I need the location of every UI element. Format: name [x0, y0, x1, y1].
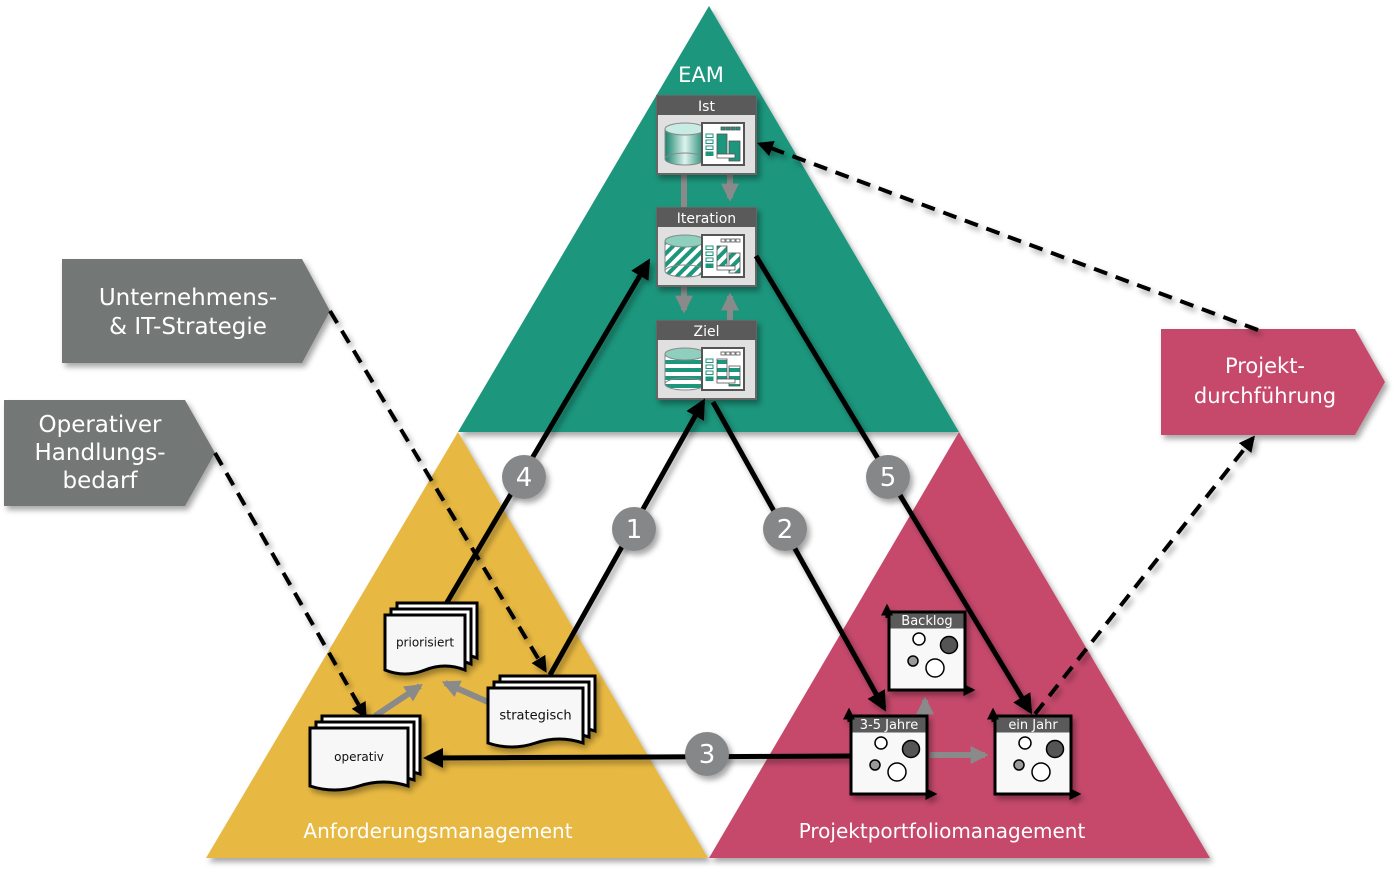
dashed-projekt-to-ist: [757, 140, 1259, 332]
portfolio-board-year: ein Jahr: [987, 707, 1082, 800]
strategy-label-line2: & IT-Strategie: [109, 314, 267, 340]
step-badge-3: 3: [685, 732, 729, 776]
architecture-sheet-icon: [701, 234, 745, 278]
requirement-stack-operativ: operativ: [308, 714, 422, 792]
requirement-flow-arrows: [373, 680, 490, 719]
eam-internal-arrows: [675, 174, 739, 320]
project-label-line2: durchführung: [1194, 384, 1336, 408]
requirement-label: priorisiert: [396, 636, 454, 650]
requirement-stack-strategisch: strategisch: [486, 674, 597, 749]
eam-model-label: Ist: [698, 99, 715, 115]
eam-model-iteration: Iteration: [656, 207, 757, 287]
requirement-stack-priorisiert: priorisiert: [383, 601, 479, 676]
step-badge-1: 1: [612, 507, 656, 551]
portfolio-board-mid: 3-5 Jahre: [843, 707, 938, 800]
step-badge-5: 5: [866, 455, 910, 499]
step-number: 3: [699, 740, 716, 770]
bubble-chart-icon: [869, 736, 921, 782]
dashed-connectors: [213, 140, 1259, 719]
arrow-step-3: [423, 747, 853, 768]
step-number: 2: [777, 515, 794, 545]
database-icon: [664, 347, 706, 391]
dashed-operational-to-operativ: [213, 452, 367, 719]
operational-label-line2: Handlungs-: [35, 440, 166, 466]
operational-label-line3: bedarf: [63, 468, 139, 494]
board-label: Backlog: [901, 614, 952, 629]
dashed-strategy-to-strategisch: [328, 309, 547, 673]
bubble-chart-icon: [907, 632, 959, 678]
project-label-line1: Projekt-: [1225, 354, 1305, 378]
eam-model-ziel: Ziel: [656, 320, 757, 400]
dashed-year-to-projekt: [1033, 435, 1255, 716]
step-number: 5: [880, 463, 897, 493]
step-badge-2: 2: [763, 507, 807, 551]
operational-input-box: Operativer Handlungs- bedarf: [4, 400, 215, 506]
arrow-step-4: [443, 258, 651, 606]
anforderung-title: Anforderungsmanagement: [303, 819, 572, 843]
board-label: 3-5 Jahre: [860, 718, 918, 733]
board-label: ein Jahr: [1008, 718, 1058, 733]
arrow-step-2: [710, 400, 887, 712]
database-icon: [664, 234, 706, 278]
eam-model-label: Iteration: [677, 211, 736, 227]
architecture-sheet-icon: [701, 347, 745, 391]
step-badge-4: 4: [502, 455, 546, 499]
bubble-chart-icon: [1013, 736, 1065, 782]
strategy-label-line1: Unternehmens-: [99, 285, 277, 311]
operational-label-line1: Operativer: [38, 412, 162, 438]
architecture-sheet-icon: [701, 122, 745, 166]
eam-model-ist: Ist: [656, 95, 757, 175]
portfolio-title: Projektportfoliomanagement: [799, 819, 1086, 843]
eam-title: EAM: [678, 63, 724, 87]
eam-model-label: Ziel: [694, 324, 720, 340]
portfolio-board-backlog: Backlog: [881, 603, 976, 696]
project-execution-box: Projekt- durchführung: [1161, 329, 1385, 435]
step-number: 1: [626, 515, 643, 545]
requirement-label: operativ: [334, 750, 384, 764]
step-number: 4: [516, 463, 533, 493]
requirement-label: strategisch: [499, 709, 571, 724]
database-icon: [664, 122, 706, 166]
strategy-input-box: Unternehmens- & IT-Strategie: [62, 259, 330, 363]
